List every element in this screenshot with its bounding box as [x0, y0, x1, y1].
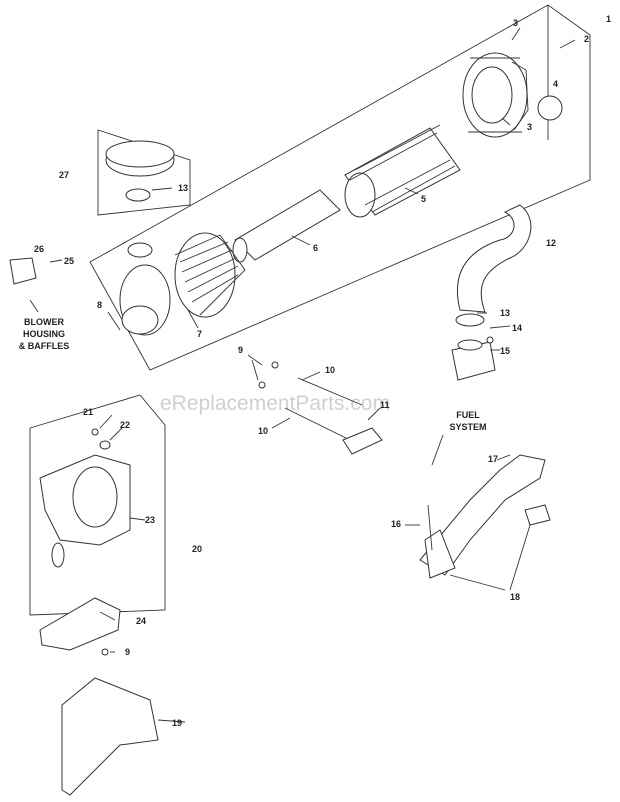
- label-part-3-bottom: 3: [527, 122, 532, 132]
- label-part-4: 4: [553, 79, 558, 89]
- label-part-3-top: 3: [513, 18, 518, 28]
- stud-10-upper: [297, 377, 363, 406]
- inner-element: [232, 189, 341, 263]
- label-part-12: 12: [546, 238, 556, 248]
- label-part-17: 17: [488, 454, 498, 464]
- label-part-9-lower: 9: [125, 647, 130, 657]
- label-part-10-lower: 10: [258, 426, 268, 436]
- label-part-18: 18: [510, 592, 520, 602]
- mounting-bracket: [39, 454, 131, 568]
- callout-blower-line1: BLOWER: [24, 317, 64, 327]
- callout-blower-line2: HOUSING: [23, 329, 65, 339]
- label-part-27: 27: [59, 170, 69, 180]
- label-part-26: 26: [34, 244, 44, 254]
- label-part-7: 7: [197, 329, 202, 339]
- screw-21: [91, 428, 99, 436]
- label-part-13-right: 13: [500, 308, 510, 318]
- intake-manifold: [419, 454, 551, 579]
- label-part-20: 20: [192, 544, 202, 554]
- label-part-10-upper: 10: [325, 365, 335, 375]
- label-part-22: 22: [120, 420, 130, 430]
- blower-bracket: [9, 257, 37, 285]
- clamp-13-right: [455, 313, 485, 327]
- elbow-hose: [456, 204, 532, 313]
- bracket-group-box: [29, 394, 166, 616]
- stud-10-lower: [284, 407, 351, 441]
- support-bracket: [61, 677, 159, 796]
- label-part-9-upper: 9: [238, 345, 243, 355]
- callout-fuel-line1: FUEL: [456, 410, 480, 420]
- label-part-13-left: 13: [178, 183, 188, 193]
- callout-blower-line3: & BAFFLES: [19, 341, 70, 351]
- watermark: eReplacementParts.com: [160, 392, 390, 415]
- nut-9-lower: [101, 648, 109, 656]
- clamp-13-top: [125, 188, 151, 202]
- label-part-1: 1: [606, 14, 611, 24]
- callout-fuel-line2: SYSTEM: [449, 422, 486, 432]
- cover-knob: [537, 95, 563, 121]
- bolt-16: [427, 504, 433, 551]
- label-part-15: 15: [500, 346, 510, 356]
- air-filter-element: [344, 124, 461, 218]
- label-part-23: 23: [145, 515, 155, 525]
- label-part-24: 24: [136, 616, 146, 626]
- washer-22: [99, 440, 111, 450]
- leader-lines: [29, 27, 576, 723]
- air-intake-adapter: [451, 339, 496, 381]
- screw-14: [486, 336, 494, 344]
- precleaner-cap: [105, 140, 175, 177]
- label-part-16: 16: [391, 519, 401, 529]
- label-part-25: 25: [64, 256, 74, 266]
- bracket-plate: [39, 597, 121, 651]
- label-part-5: 5: [421, 194, 426, 204]
- gasket-11: [342, 427, 383, 455]
- label-part-11: 11: [380, 400, 390, 410]
- air-cleaner-cover: [462, 52, 529, 138]
- label-part-21: 21: [83, 407, 93, 417]
- fuel-system-callout: FUEL SYSTEM: [449, 410, 486, 432]
- label-part-8: 8: [97, 300, 102, 310]
- label-part-14: 14: [512, 323, 522, 333]
- nut-9: [258, 361, 279, 389]
- label-part-6: 6: [313, 243, 318, 253]
- label-part-19: 19: [172, 718, 182, 728]
- air-cleaner-housing: [119, 232, 246, 336]
- blower-housing-callout: BLOWER HOUSING & BAFFLES: [19, 317, 70, 351]
- label-part-2: 2: [584, 34, 589, 44]
